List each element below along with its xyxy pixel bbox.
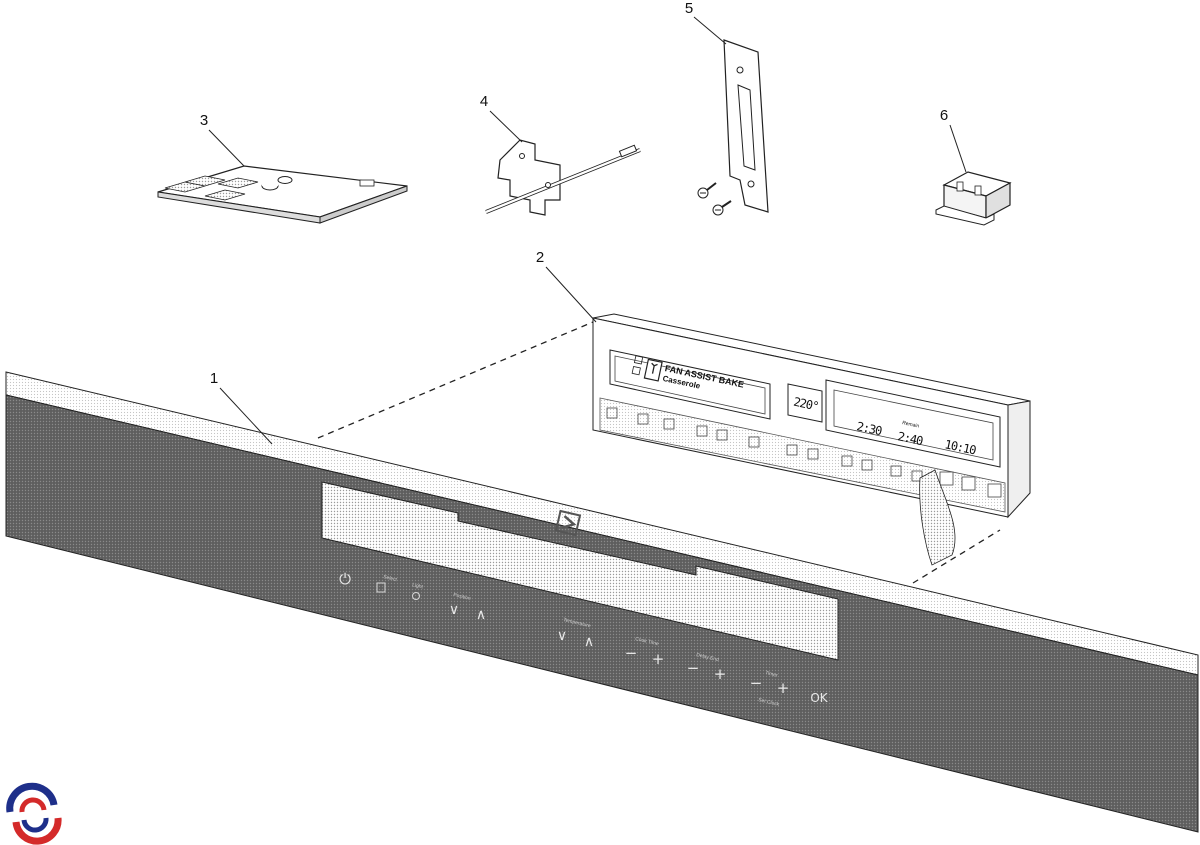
callout-5: 5 xyxy=(685,0,727,45)
light-bulb-icon xyxy=(412,592,420,600)
power-button[interactable]: ⏻ xyxy=(339,570,351,588)
clock-display: 10:10 xyxy=(943,437,977,457)
select-button[interactable]: Select xyxy=(376,574,398,593)
ok-button[interactable]: OK xyxy=(810,691,828,705)
position-control: Position ∨ ∧ xyxy=(449,592,486,623)
position-up-button[interactable]: ∧ xyxy=(476,607,486,623)
select-icon xyxy=(376,582,386,593)
position-label: Position xyxy=(453,592,472,602)
bracket-and-rod-assembly xyxy=(485,139,641,216)
cook-time-minus-button[interactable]: − xyxy=(625,644,638,662)
callout-number: 6 xyxy=(940,107,948,124)
timer-label: Timer xyxy=(765,670,779,679)
module-button-row xyxy=(606,407,1002,498)
select-label: Select xyxy=(383,574,398,583)
relay-block xyxy=(935,171,1012,226)
callout-number: 1 xyxy=(210,370,218,387)
callout-number: 5 xyxy=(685,0,693,17)
timer-control: Timer − + Set Clock xyxy=(750,670,790,708)
front-control-panel: ⏻ Select Light Position ∨ ∧ Temperature … xyxy=(5,371,1199,833)
cook-time-control: Cook Time − + xyxy=(625,636,665,668)
control-circuit-board xyxy=(157,165,408,224)
cook-time-label: Cook Time xyxy=(635,636,660,647)
callout-2: 2 xyxy=(536,249,597,323)
light-label: Light xyxy=(412,582,425,590)
callout-number: 4 xyxy=(480,93,488,110)
timer-minus-button[interactable]: − xyxy=(750,674,763,692)
callout-1: 1 xyxy=(210,370,273,445)
remain-label: Remain xyxy=(902,420,920,429)
callout-3: 3 xyxy=(200,112,245,167)
vertical-mounting-bracket xyxy=(697,39,769,216)
delay-end-label: Delay End xyxy=(696,652,720,663)
callout-4: 4 xyxy=(480,93,523,143)
end-time-display: 2:40 xyxy=(896,429,924,448)
cook-time-display: 2:30 xyxy=(855,419,883,438)
power-icon: ⏻ xyxy=(339,570,351,588)
light-button[interactable]: Light xyxy=(412,582,425,600)
callout-number: 2 xyxy=(536,249,544,266)
position-down-button[interactable]: ∨ xyxy=(449,602,459,618)
callout-6: 6 xyxy=(940,107,967,173)
corner-brand-logo-icon xyxy=(4,782,62,845)
temperature-up-button[interactable]: ∧ xyxy=(584,634,594,650)
delay-end-control: Delay End − + xyxy=(687,652,727,683)
temperature-down-button[interactable]: ∨ xyxy=(557,628,567,644)
temperature-display: 220° xyxy=(792,395,819,414)
brand-logo-icon xyxy=(554,509,582,537)
set-clock-label: Set Clock xyxy=(758,697,781,708)
display-control-module: FAN ASSIST BAKE Casserole 220° 2:30 Rema… xyxy=(317,313,1031,584)
screw-icon xyxy=(697,182,717,199)
timer-plus-button[interactable]: + xyxy=(777,679,790,697)
cook-time-plus-button[interactable]: + xyxy=(652,650,665,668)
delay-end-minus-button[interactable]: − xyxy=(687,659,700,677)
callout-number: 3 xyxy=(200,112,208,129)
delay-end-plus-button[interactable]: + xyxy=(714,665,727,683)
screw-icon xyxy=(712,200,732,216)
